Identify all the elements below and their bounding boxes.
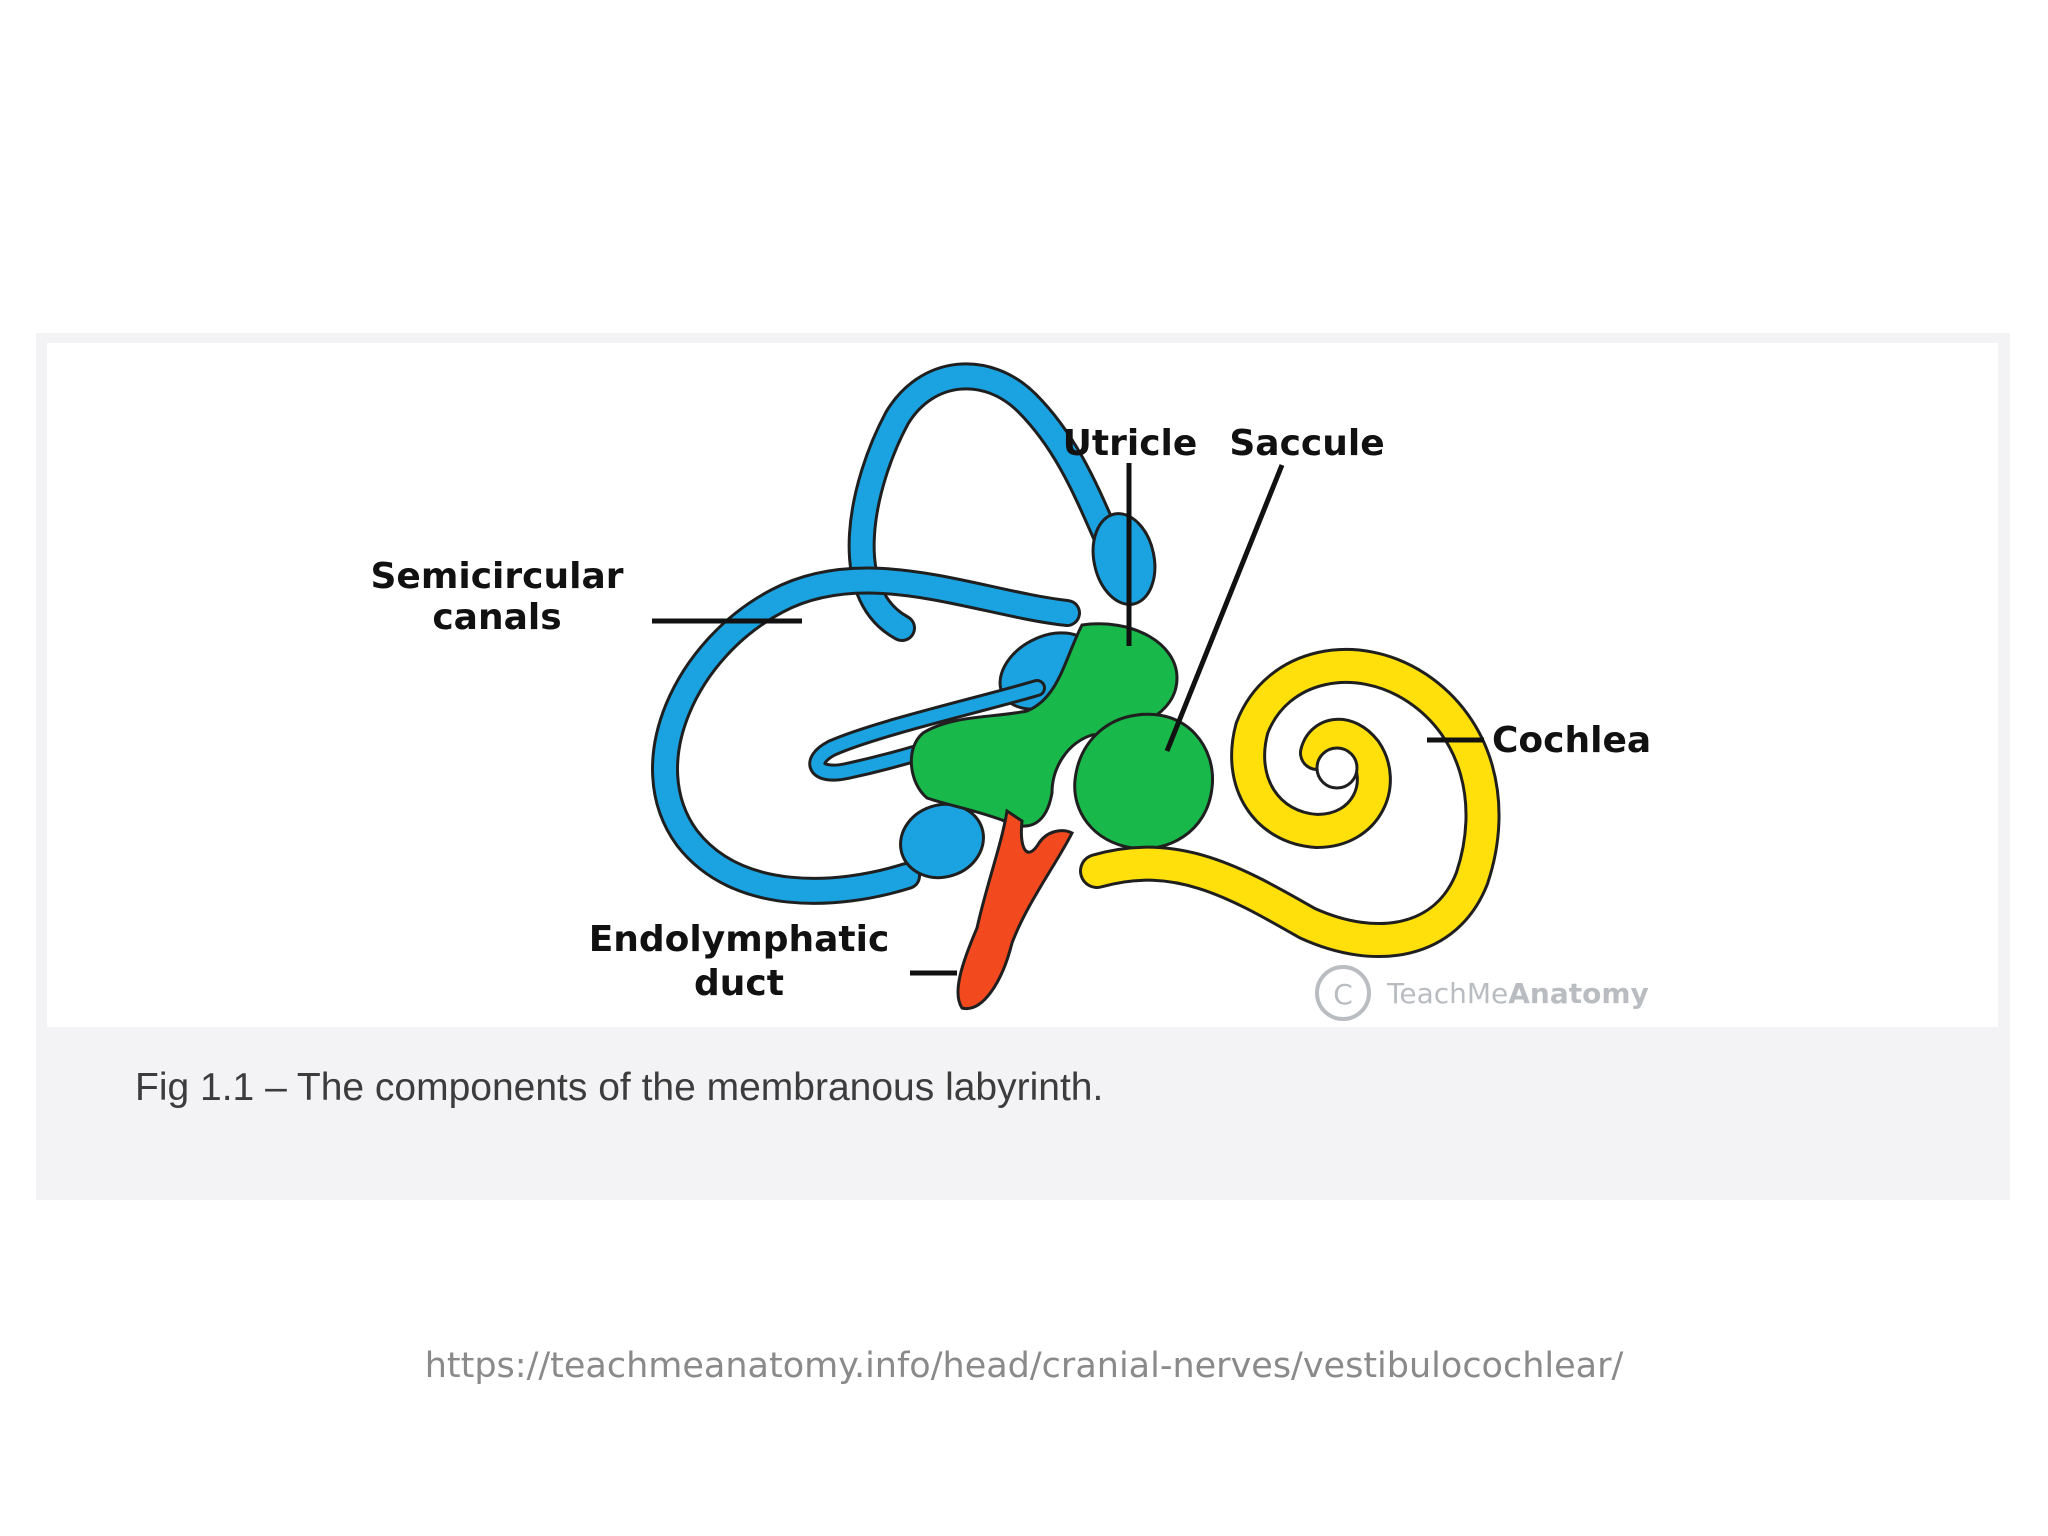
label-cochlea: Cochlea: [1492, 720, 1651, 761]
label-endolymphatic-duct-line2: duct: [694, 963, 784, 1004]
watermark-brand-bold: Anatomy: [1508, 977, 1649, 1010]
teachmeanatomy-watermark: C TeachMeAnatomy: [1315, 965, 1649, 1021]
label-saccule: Saccule: [1229, 423, 1384, 464]
label-semicircular-canals-line2: canals: [432, 597, 561, 638]
figure-card: Semicircular canals Utricle Saccule Coch…: [36, 333, 2010, 1200]
utricle: [909, 622, 1179, 828]
copyright-symbol: C: [1333, 978, 1353, 1011]
membranous-labyrinth-diagram: Semicircular canals Utricle Saccule Coch…: [47, 343, 1998, 1027]
label-endolymphatic-duct-line1: Endolymphatic: [589, 919, 890, 960]
source-url[interactable]: https://teachmeanatomy.info/head/cranial…: [424, 1346, 1624, 1386]
figure-caption: Fig 1.1 – The components of the membrano…: [135, 1066, 1104, 1109]
watermark-brand-light: TeachMe: [1386, 977, 1508, 1010]
cochlea: [1079, 648, 1501, 958]
copyright-icon: [1315, 965, 1371, 1021]
leader-lines: [652, 463, 1484, 976]
endolymphatic-duct: [956, 808, 1075, 1010]
watermark-text: TeachMeAnatomy: [1386, 977, 1649, 1010]
label-utricle: Utricle: [1063, 423, 1198, 464]
label-semicircular-canals-line1: Semicircular: [371, 556, 624, 597]
saccule-leader: [1164, 464, 1285, 752]
saccule: [1073, 712, 1215, 851]
